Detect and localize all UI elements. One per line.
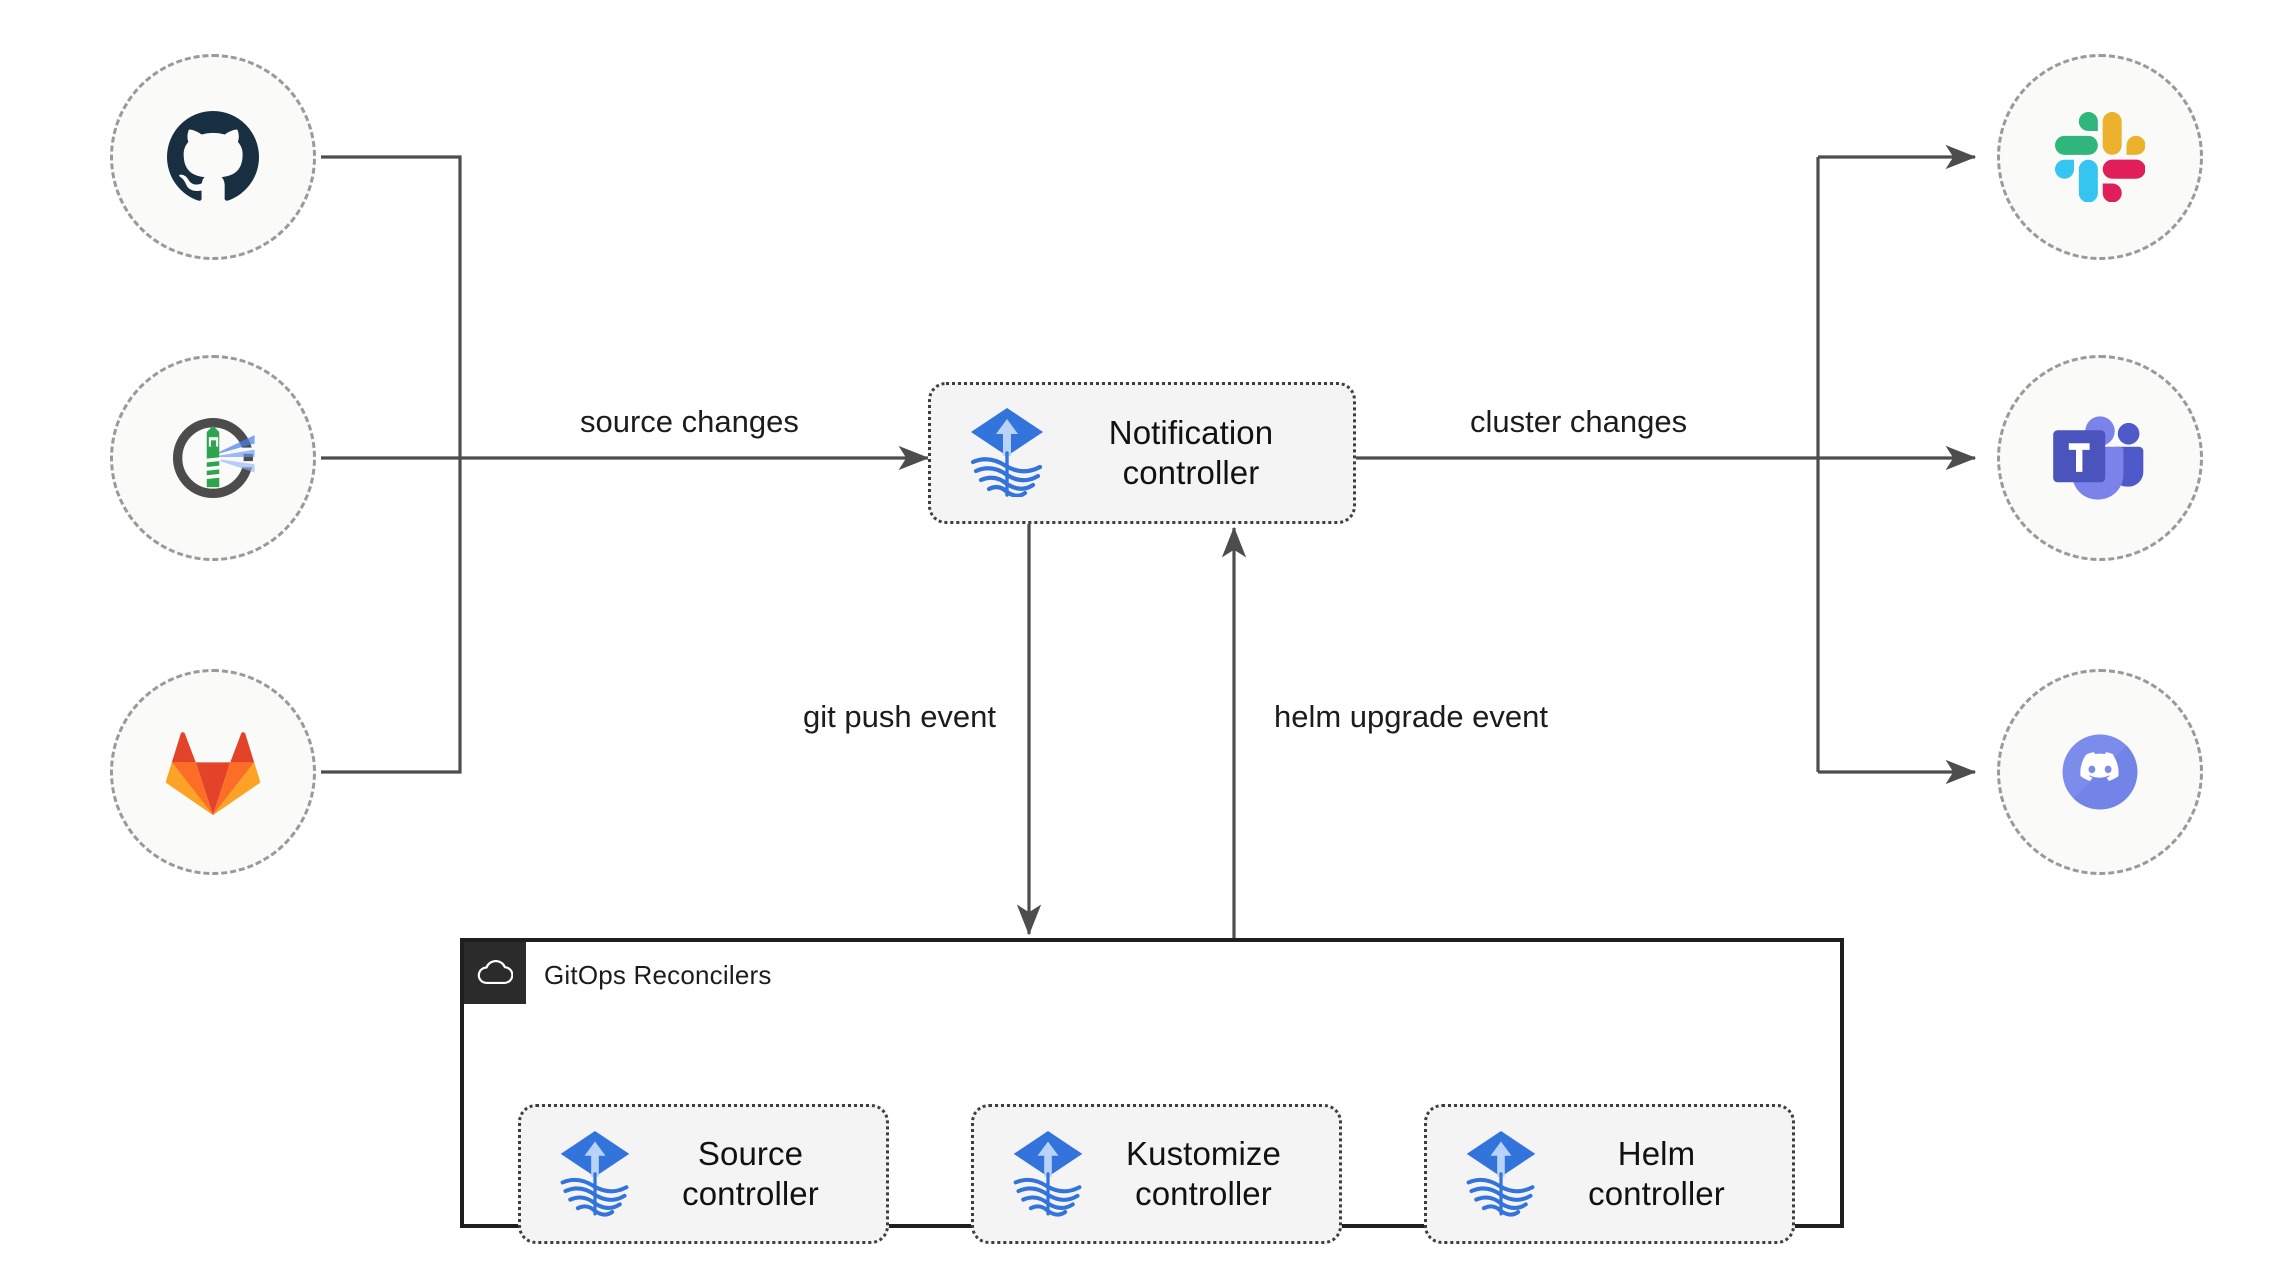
discord-icon xyxy=(2048,720,2152,824)
gitops-group-title: GitOps Reconcilers xyxy=(544,960,772,990)
github-icon xyxy=(165,109,261,205)
source-node-github[interactable] xyxy=(110,54,316,260)
destination-node-slack[interactable] xyxy=(1997,54,2203,260)
destination-node-teams[interactable] xyxy=(1997,355,2203,561)
flux-lighthouse-icon xyxy=(161,406,265,510)
edge-label-git-push-event: git push event xyxy=(803,699,997,734)
source-node-flux[interactable] xyxy=(110,355,316,561)
edge-sources-trunk xyxy=(321,155,462,774)
microsoft-teams-icon xyxy=(2048,410,2152,506)
slack-icon xyxy=(2055,112,2145,202)
destination-node-discord[interactable] xyxy=(1997,669,2203,875)
edge-label-helm-upgrade-event: helm upgrade event xyxy=(1274,699,1549,734)
gitlab-icon xyxy=(165,727,261,817)
edge-label-source-changes: source changes xyxy=(580,404,799,439)
flux-logo-icon xyxy=(965,405,1049,502)
edge-label-cluster-changes: cluster changes xyxy=(1470,404,1688,439)
flux-logo-icon xyxy=(555,1127,635,1222)
flux-logo-icon xyxy=(1008,1127,1088,1222)
source-node-gitlab[interactable] xyxy=(110,669,316,875)
flux-logo-icon xyxy=(1461,1127,1541,1222)
cloud-icon xyxy=(464,942,526,1004)
